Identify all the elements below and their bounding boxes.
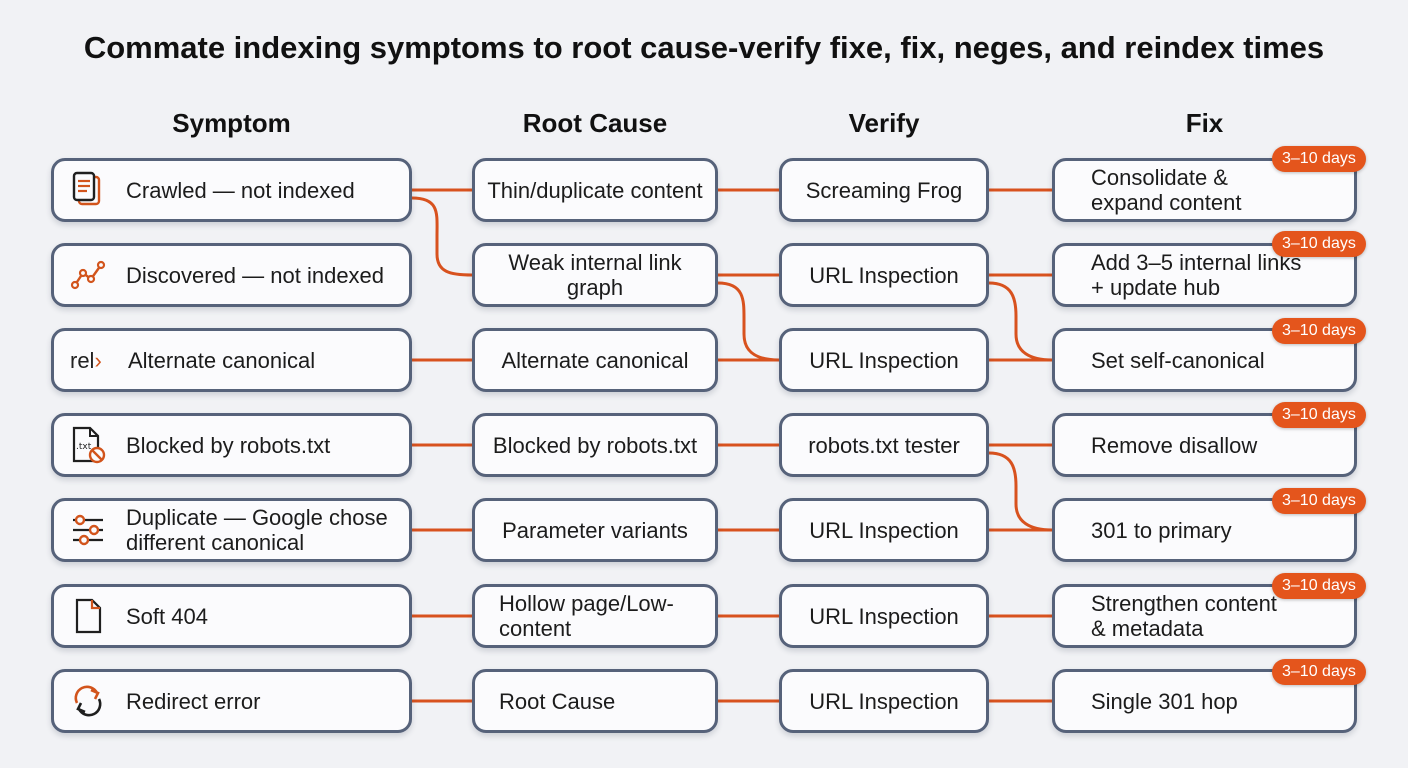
fix-add-internal-links: Add 3–5 internal links + update hub [1052, 243, 1357, 307]
symptom-soft-404: Soft 404 [51, 584, 412, 648]
cause-alternate-canonical: Alternate canonical [472, 328, 718, 392]
document-stack-icon [68, 170, 108, 210]
verify-url-inspection: URL Inspection [779, 328, 989, 392]
symptom-label: Duplicate — Google chose different canon… [126, 505, 388, 555]
verify-url-inspection: URL Inspection [779, 243, 989, 307]
verify-label: robots.txt tester [808, 432, 960, 458]
verify-url-inspection: URL Inspection [779, 584, 989, 648]
diagram-title: Commate indexing symptoms to root cause-… [83, 30, 1325, 65]
cause-hollow-page: Hollow page/Low- content [472, 584, 718, 648]
connector-curve [987, 451, 1054, 532]
fix-consolidate-expand: Consolidate & expand content [1052, 158, 1357, 222]
svg-text:.txt: .txt [76, 442, 92, 452]
symptom-blocked-by-robots: .txt Blocked by robots.txt [51, 413, 412, 477]
reindex-time-badge: 3–10 days [1272, 146, 1366, 172]
verify-screaming-frog: Screaming Frog [779, 158, 989, 222]
rel-canonical-icon: rel› [70, 347, 102, 373]
reindex-time-badge: 3–10 days [1272, 318, 1366, 344]
reindex-time-badge: 3–10 days [1272, 402, 1366, 428]
cause-weak-internal-link-graph: Weak internal link graph [472, 243, 718, 307]
redirect-arrows-icon [68, 681, 108, 721]
reindex-time-badge: 3–10 days [1272, 659, 1366, 685]
symptom-label: Redirect error [126, 688, 261, 714]
symptom-alternate-canonical: rel› Alternate canonical [51, 328, 412, 392]
blocked-txt-file-icon: .txt [68, 425, 108, 465]
sliders-icon [68, 510, 108, 550]
verify-label: URL Inspection [809, 517, 959, 543]
symptom-label: Crawled — not indexed [126, 177, 355, 203]
cause-label: Weak internal link graph [508, 250, 682, 300]
cause-label: Root Cause [499, 688, 616, 714]
symptom-label: Blocked by robots.txt [126, 432, 331, 458]
fix-label: Consolidate & expand content [1091, 165, 1242, 215]
verify-url-inspection: URL Inspection [779, 498, 989, 562]
cause-parameter-variants: Parameter variants [472, 498, 718, 562]
reindex-time-badge: 3–10 days [1272, 573, 1366, 599]
verify-url-inspection: URL Inspection [779, 669, 989, 733]
symptom-discovered-not-indexed: Discovered — not indexed [51, 243, 412, 307]
symptom-duplicate-google-chose: Duplicate — Google chose different canon… [51, 498, 412, 562]
blank-file-icon [68, 596, 108, 636]
symptom-label: Alternate canonical [128, 347, 316, 373]
verify-label: URL Inspection [809, 688, 959, 714]
cause-root-cause: Root Cause [472, 669, 718, 733]
cause-label: Parameter variants [502, 517, 688, 543]
fix-label: Add 3–5 internal links + update hub [1091, 250, 1302, 300]
cause-label: Blocked by robots.txt [492, 432, 698, 458]
fix-label: 301 to primary [1091, 517, 1232, 543]
column-header-root-cause: Root Cause [522, 108, 668, 138]
symptom-label: Discovered — not indexed [126, 262, 385, 288]
verify-label: URL Inspection [809, 262, 959, 288]
symptom-redirect-error: Redirect error [51, 669, 412, 733]
connector-curve [716, 281, 781, 362]
fix-label: Strengthen content & metadata [1091, 591, 1277, 641]
cause-label: Alternate canonical [501, 347, 689, 373]
reindex-time-badge: 3–10 days [1272, 231, 1366, 257]
reindex-time-badge: 3–10 days [1272, 488, 1366, 514]
fix-label: Single 301 hop [1091, 688, 1238, 714]
cause-label: Thin/duplicate content [487, 177, 703, 203]
connector-curve [410, 196, 474, 277]
column-header-symptom: Symptom [172, 108, 291, 138]
verify-label: Screaming Frog [805, 177, 963, 203]
cause-label: Hollow page/Low- content [499, 591, 674, 641]
cause-thin-duplicate-content: Thin/duplicate content [472, 158, 718, 222]
column-header-fix: Fix [1185, 108, 1224, 138]
trend-line-icon [68, 255, 108, 295]
fix-label: Remove disallow [1091, 432, 1258, 458]
cause-blocked-by-robots: Blocked by robots.txt [472, 413, 718, 477]
connector-curve [987, 281, 1054, 362]
symptom-label: Soft 404 [126, 603, 208, 629]
fix-label: Set self-canonical [1091, 347, 1265, 373]
verify-label: URL Inspection [809, 347, 959, 373]
symptom-crawled-not-indexed: Crawled — not indexed [51, 158, 412, 222]
column-header-verify: Verify [848, 108, 920, 138]
verify-label: URL Inspection [809, 603, 959, 629]
verify-robots-tester: robots.txt tester [779, 413, 989, 477]
